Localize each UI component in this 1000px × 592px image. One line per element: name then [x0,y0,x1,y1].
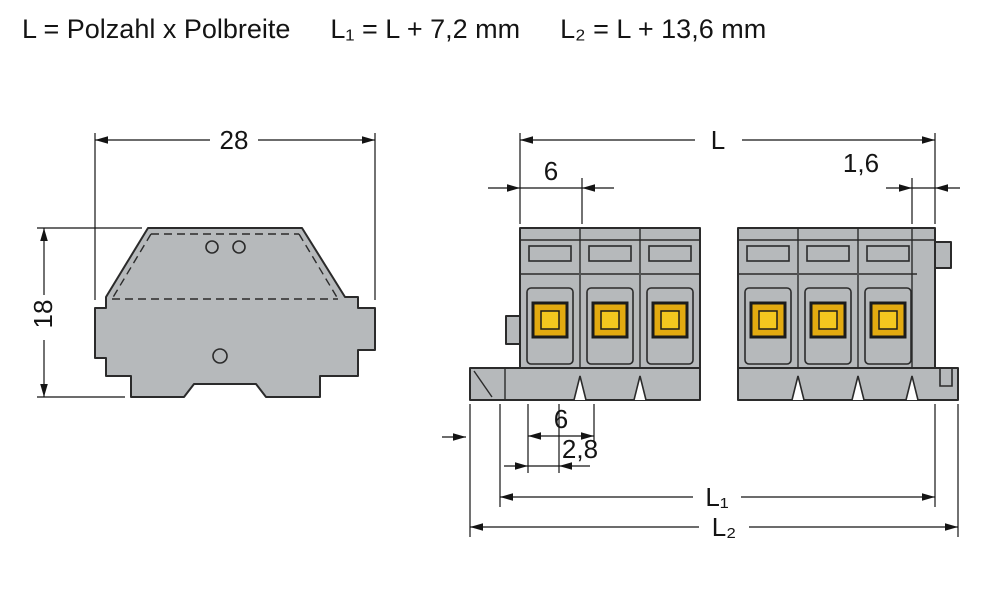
l2-label: L₂ [712,512,737,542]
formula-bar: L = Polzahl x Polbreite L₁ = L + 7,2 mm … [22,14,766,45]
endplate-1-6-label: 1,6 [843,148,879,178]
pitch-6-label: 6 [544,156,558,186]
side-view-holes [205,240,246,364]
width-28-label: 28 [220,125,249,155]
foot-2-8-label: 2,8 [562,434,598,464]
dimension-l2: L₂ [470,512,958,542]
housing-right [737,227,936,369]
hole-bottom [212,348,228,364]
side-view-hidden-edges [111,233,339,300]
dimension-endplate-1-6: 1,6 [843,148,960,224]
mounting-rail [469,367,959,401]
dimension-length-l: L [519,125,936,224]
side-view-body [94,227,376,398]
right-end-tab [934,241,952,269]
length-l-label: L [711,125,725,155]
pole-dividers [579,228,913,368]
dimension-pitch-6: 6 [488,156,614,224]
hole-top-left [205,240,219,254]
formula-length: L = Polzahl x Polbreite [22,14,291,44]
side-view: 28 18 [28,125,376,398]
foot-6-label: 6 [554,404,568,434]
dimension-foot-6: 6 [528,404,594,440]
formula-l1: L₁ = L + 7,2 mm [330,14,521,44]
housing-left [519,227,701,369]
l1-label: L₁ [705,482,728,512]
formula-l2: L₂ = L + 13,6 mm [560,14,767,44]
left-end-tab [505,315,521,345]
dimension-l1: L₁ [500,482,935,512]
dimension-foot-2-8: 2,8 [504,434,598,470]
dimension-width-28: 28 [94,125,376,300]
height-18-label: 18 [28,300,58,329]
front-view: L 6 1,6 [442,125,960,542]
dimension-height-18: 18 [28,227,142,398]
hole-top-right [232,240,246,254]
